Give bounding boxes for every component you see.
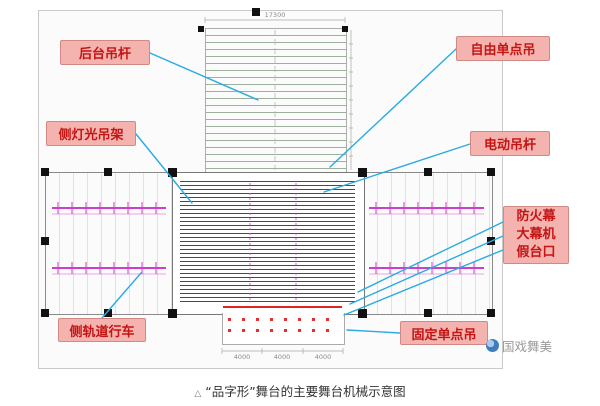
apron-area: [222, 313, 345, 345]
rear-stage-area: [205, 28, 347, 174]
label-rear-batten: 后台吊杆: [60, 40, 150, 65]
label-side-track-trolley: 侧轨道行车: [58, 318, 146, 342]
label-fixed-point-hoist: 固定单点吊: [400, 321, 488, 345]
main-stage-battens: [180, 181, 355, 302]
left-side-stage: [45, 172, 174, 315]
label-false-proscenium: 假台口: [516, 245, 556, 260]
label-fire-curtain: 防火幕: [516, 209, 556, 224]
label-fire-curtain-group: 防火幕 大幕机 假台口: [503, 206, 569, 264]
watermark-logo-icon: [486, 339, 499, 352]
caption: △“品字形”舞台的主要舞台机械示意图: [0, 381, 600, 400]
label-electric-batten: 电动吊杆: [470, 131, 550, 156]
label-side-lighting-rig: 侧灯光吊架: [46, 121, 136, 146]
caption-text: “品字形”舞台的主要舞台机械示意图: [205, 384, 406, 399]
right-side-stage: [363, 172, 493, 315]
label-main-curtain-machine: 大幕机: [516, 227, 556, 242]
caption-marker: △: [194, 389, 202, 399]
watermark-text: 国戏舞美: [502, 339, 553, 354]
label-free-point-hoist: 自由单点吊: [456, 36, 550, 61]
watermark: 国戏舞美: [486, 336, 552, 355]
